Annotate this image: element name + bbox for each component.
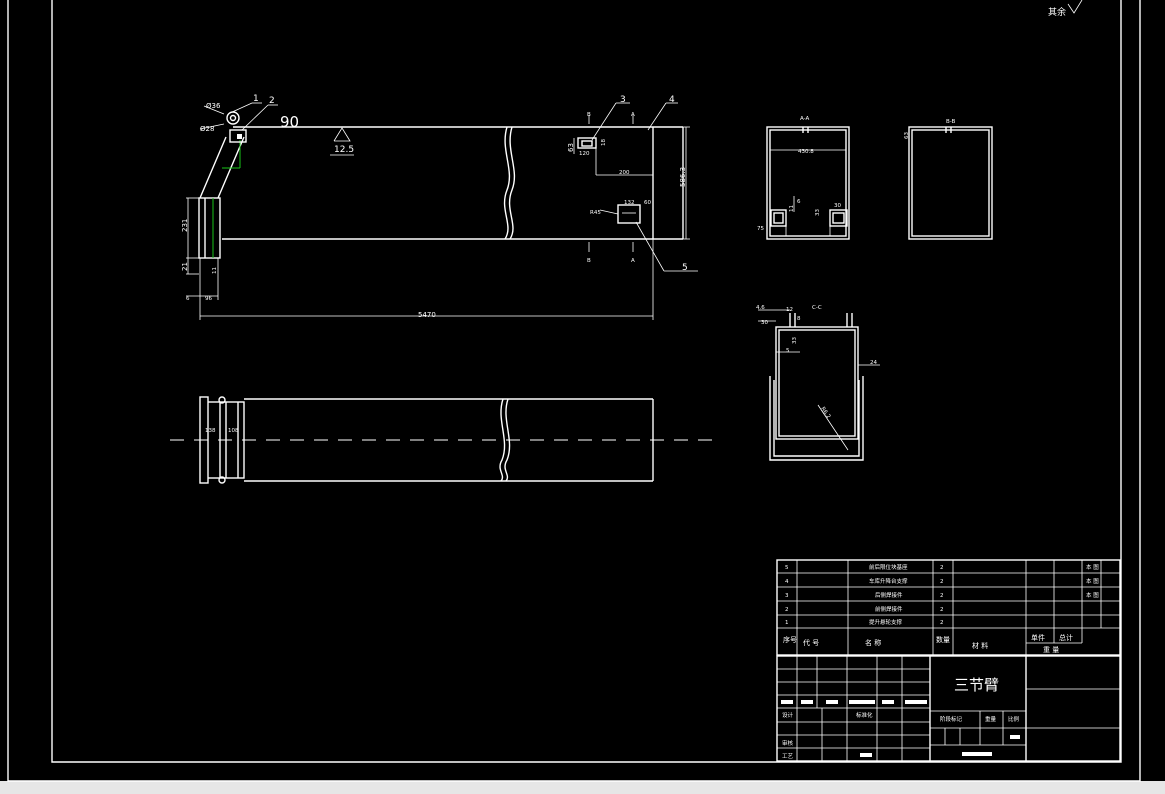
title-block: 三节臂 设计 标准化 审核 工艺 阶段标记 重量 比例 — [776, 655, 1121, 762]
parts-row-5-no: 1 — [785, 620, 789, 626]
dim-w200: 200 — [619, 170, 630, 176]
parts-row-2-note: 本 图 — [1086, 577, 1099, 585]
dim-h33: 33 — [815, 209, 821, 216]
balloon-1: 1 — [253, 94, 259, 104]
balloon-3: 3 — [620, 95, 626, 105]
dim-w108: 108 — [228, 428, 239, 434]
front-view: 1 2 3 4 5 Ø36 Ø28 90 12.5 63 120 18 200 … — [181, 94, 698, 320]
parts-row-3-qty: 2 — [940, 593, 944, 599]
tb-label-scale: 比例 — [1008, 715, 1020, 723]
parts-header-weight: 重 量 — [1043, 646, 1059, 654]
dim-w138: 138 — [205, 428, 216, 434]
section-cc-title: C-C — [812, 305, 822, 311]
tb-label-std: 标准化 — [856, 711, 873, 719]
dim-cc-r: R6.2 — [819, 406, 831, 420]
dim-w120: 120 — [579, 151, 590, 157]
dim-cc-h33: 33 — [792, 337, 798, 344]
dim-h231: 231 — [181, 219, 189, 232]
sheet-inner-border — [51, 0, 1122, 763]
parts-list: 5 前后限位块基座 2 本 图 4 车库升降台支撑 2 本 图 3 后侧焊接件 … — [776, 559, 1121, 656]
parts-row-4-name: 前侧焊接件 — [875, 605, 903, 613]
dim-cc-w12: 12 — [786, 307, 793, 313]
parts-row-2-name: 车库升降台支撑 — [869, 577, 908, 585]
section-mark-a-bottom: A — [631, 258, 635, 264]
dim-cc-d46: 4.6 — [756, 305, 765, 311]
dim-w75: 75 — [757, 226, 764, 232]
dim-h6: 6 — [797, 199, 801, 205]
dim-cc-w30: 30 — [761, 320, 768, 326]
top-view: 138 108 — [170, 396, 716, 484]
parts-row-3-note: 本 图 — [1086, 591, 1099, 599]
section-mark-b-top: B — [587, 112, 591, 118]
dim-cc-w24: 24 — [870, 360, 877, 366]
parts-row-1-no: 5 — [785, 565, 789, 571]
parts-header-name: 名 称 — [865, 638, 881, 647]
tb-label-process: 工艺 — [782, 753, 794, 760]
dim-h11: 11 — [789, 205, 795, 212]
dim-angle: 90 — [280, 113, 299, 131]
parts-row-2-no: 4 — [785, 579, 789, 585]
dim-d-small: Ø28 — [200, 125, 214, 133]
dim-w60: 60 — [644, 200, 651, 206]
dim-cc-h5: 5 — [786, 348, 790, 354]
parts-row-4-no: 2 — [785, 607, 789, 613]
parts-row-2-qty: 2 — [940, 579, 944, 585]
parts-row-3-no: 3 — [785, 593, 789, 599]
parts-header-no: 序号 — [783, 635, 797, 644]
dim-w430: 430.8 — [798, 149, 814, 155]
parts-header-qty: 数量 — [936, 635, 950, 644]
section-aa-title: A-A — [800, 116, 810, 122]
dim-h586: 586.3 — [679, 167, 687, 187]
dim-v11: 11 — [212, 267, 218, 274]
tb-label-design: 设计 — [782, 711, 794, 719]
balloon-5: 5 — [682, 263, 688, 273]
parts-row-1-note: 本 图 — [1086, 563, 1099, 571]
parts-row-5-name: 提升悬轮支撑 — [869, 618, 903, 626]
dim-r45: R45 — [590, 210, 601, 216]
parts-header-code: 代 号 — [803, 638, 819, 647]
parts-row-1-qty: 2 — [940, 565, 944, 571]
dim-cc-w8: 8 — [797, 316, 801, 322]
roughness-symbol — [1067, 0, 1083, 14]
dim-w96: 96 — [205, 296, 212, 302]
dim-total-length: 5470 — [418, 311, 436, 319]
dim-roughness: 12.5 — [334, 145, 354, 155]
dim-bb-h63: 63 — [904, 132, 910, 139]
parts-row-1-name: 前后限位块基座 — [869, 563, 908, 571]
dim-w30: 30 — [834, 203, 841, 209]
section-bb-title: B-B — [946, 119, 956, 125]
tb-label-weight: 重量 — [985, 715, 997, 723]
section-mark-b-bottom: B — [587, 258, 591, 264]
balloon-2: 2 — [269, 96, 275, 106]
tb-label-stage: 阶段标记 — [940, 715, 963, 723]
parts-row-5-qty: 2 — [940, 620, 944, 626]
dim-h21: 21 — [181, 262, 189, 271]
parts-header-material: 材 料 — [972, 641, 988, 650]
dim-w18: 18 — [601, 139, 607, 146]
dim-w6: 6 — [186, 296, 190, 302]
dim-h63: 63 — [567, 143, 575, 152]
dim-w132: 132 — [624, 200, 635, 206]
parts-row-4-qty: 2 — [940, 607, 944, 613]
tb-label-check: 审核 — [782, 739, 794, 747]
dim-d-top: Ø36 — [206, 102, 221, 110]
drawing-name: 三节臂 — [954, 676, 999, 694]
parts-header-total: 总计 — [1059, 633, 1073, 642]
section-aa: A-A 430.8 6 11 33 30 75 — [757, 116, 850, 240]
section-cc: C-C 4.6 12 30 5 33 8 24 R6.2 — [756, 305, 880, 461]
parts-header-unit: 单件 — [1031, 633, 1045, 642]
section-mark-a-top: A — [631, 112, 635, 118]
viewport-margin — [0, 781, 1165, 794]
section-bb: B-B 63 — [904, 119, 993, 240]
parts-row-3-name: 后侧焊接件 — [875, 591, 903, 599]
roughness-note: 其余 — [1048, 6, 1066, 18]
sheet-outer-border — [7, 0, 1141, 782]
balloon-4: 4 — [669, 95, 675, 105]
